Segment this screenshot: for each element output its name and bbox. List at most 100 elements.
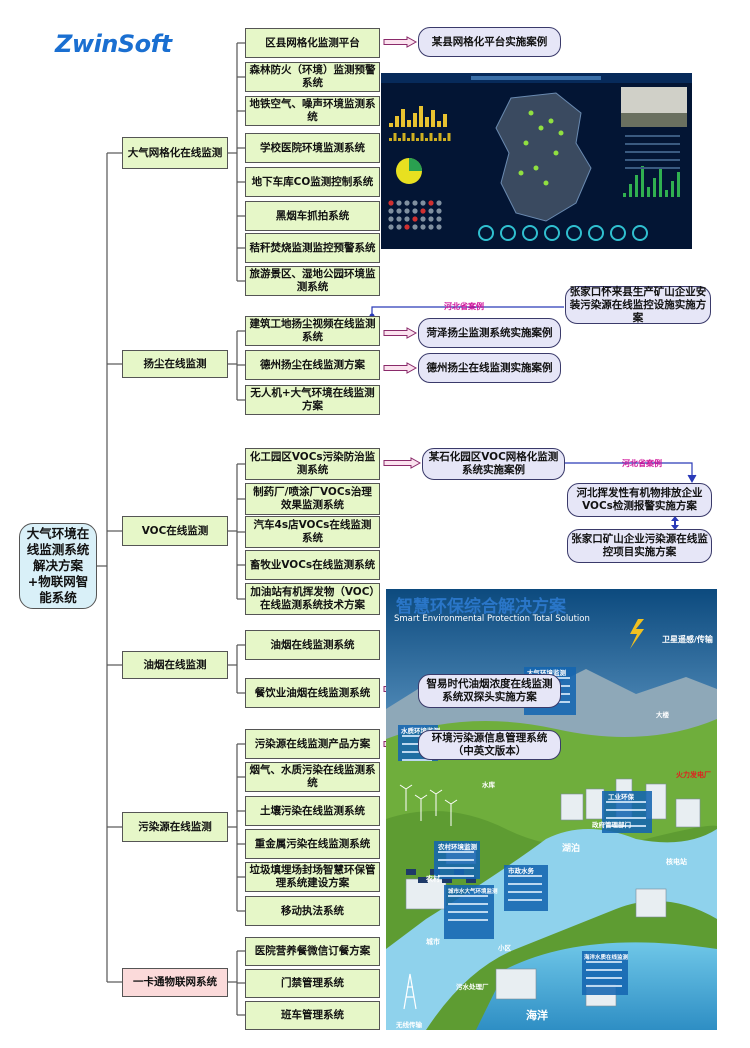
case-oil-fume-dual-probe[interactable]: 智易时代油烟浓度在线监测系统双探头实施方案	[418, 674, 561, 708]
case-pollution-info-system[interactable]: 环境污染源信息管理系统（中英文版本）	[418, 730, 561, 760]
category-dust[interactable]: 扬尘在线监测	[122, 350, 228, 378]
item-shuttle-bus[interactable]: 班车管理系统	[245, 1001, 380, 1030]
poster-subtitle: Smart Environmental Protection Total Sol…	[394, 614, 590, 624]
poster-infobox-line-2-1	[606, 809, 646, 811]
poster-label-17: 大楼	[656, 710, 670, 719]
item-access-control[interactable]: 门禁管理系统	[245, 969, 380, 998]
arrow-to-dezhou-case	[383, 362, 418, 374]
dash-dot-0-3	[412, 200, 418, 206]
dash-dot-3-6	[436, 224, 442, 230]
dash-dot-0-1	[396, 200, 402, 206]
poster-label-12: 城市	[426, 937, 440, 946]
poster-label-14: 政府管理部门	[592, 820, 632, 829]
category-pollution-source[interactable]: 污染源在线监测	[122, 812, 228, 842]
dash-dot-3-4	[420, 224, 426, 230]
dash-bar-left-0	[389, 123, 393, 127]
poster-turbine-blade-2	[429, 789, 443, 801]
case-county-grid[interactable]: 某县网格化平台实施案例	[418, 27, 561, 57]
item-drone-atmosphere[interactable]: 无人机+大气环境在线监测方案	[245, 385, 380, 415]
category-voc[interactable]: VOC在线监测	[122, 516, 228, 546]
case-hebei-voc-alarm[interactable]: 河北挥发性有机物排放企业VOCs检测报警实施方案	[567, 483, 712, 517]
item-restaurant-fume[interactable]: 餐饮业油烟在线监测系统	[245, 678, 380, 708]
category-atmosphere-grid[interactable]: 大气网格化在线监测	[122, 137, 228, 169]
poster-solar-5	[466, 877, 476, 883]
dash-row-4	[625, 167, 680, 169]
dash-dot-1-1	[396, 208, 402, 214]
poster-solar-3	[442, 877, 452, 883]
item-livestock-voc[interactable]: 畜牧业VOCs在线监测系统	[245, 550, 380, 580]
poster-building-1	[585, 788, 605, 820]
dash-dot-3-3	[412, 224, 418, 230]
item-soil[interactable]: 土壤污染在线监测系统	[245, 796, 380, 826]
item-mobile-enforcement[interactable]: 移动执法系统	[245, 896, 380, 926]
dash-bar-right-6	[659, 169, 662, 197]
case-dezhou-dust[interactable]: 德州扬尘在线监测实施案例	[418, 353, 561, 383]
poster-infobox-line-6-0	[586, 961, 622, 963]
item-hospital-meal[interactable]: 医院营养餐微信订餐方案	[245, 937, 380, 966]
item-school-hospital[interactable]: 学校医院环境监测系统	[245, 133, 380, 163]
poster-title: 智慧环保综合解决方案	[396, 597, 566, 617]
poster-infobox-line-5-2	[508, 891, 542, 893]
poster-building-7	[635, 888, 667, 918]
dash-row-0	[625, 135, 680, 137]
category-oil-fume[interactable]: 油烟在线监测	[122, 651, 228, 679]
dashboard-screenshot	[381, 73, 692, 249]
dash-bar-left2-9	[429, 133, 433, 141]
hebei-link-1	[371, 306, 564, 316]
item-metro-air-noise[interactable]: 地铁空气、噪声环境监测系统	[245, 96, 380, 126]
poster-label-6: 市政水务	[508, 866, 535, 875]
dash-gauge-2	[522, 225, 538, 241]
poster-solar-0	[406, 869, 416, 875]
arrow-to-county-case	[383, 36, 418, 48]
item-4s-voc[interactable]: 汽车4s店VOCs在线监测系统	[245, 516, 380, 548]
item-heavy-metal[interactable]: 重金属污染在线监测系统	[245, 829, 380, 859]
item-district-grid-platform[interactable]: 区县网格化监测平台	[245, 28, 380, 58]
poster-infobox-line-1-2	[402, 751, 432, 753]
poster-label-4: 农村环境监测	[437, 842, 478, 851]
dash-bar-right-3	[641, 166, 644, 197]
dash-row-2	[625, 151, 680, 153]
item-construction-dust-video[interactable]: 建筑工地扬尘视频在线监测系统	[245, 316, 380, 346]
dash-pie-slice	[409, 158, 422, 171]
poster-infobox-line-1-3	[402, 759, 432, 761]
root-node[interactable]: 大气环境在线监测系统解决方案+物联网智能系统	[19, 523, 97, 609]
dash-bar-left2-11	[438, 133, 442, 141]
poster-label-18: 小区	[497, 943, 512, 952]
poster-label-10: 海洋	[526, 1008, 548, 1022]
poster-infobox-line-6-1	[586, 969, 622, 971]
case-zhangjiakou-mine[interactable]: 张家口矿山企业污染源在线监控项目实施方案	[567, 529, 712, 563]
dash-bar-left2-12	[443, 138, 446, 141]
item-garage-co[interactable]: 地下车库CO监测控制系统	[245, 167, 380, 197]
smart-env-poster: 卫星遥感/传输大气环境监测水质环境监测工业环保农村环境监测城市水大气环境监测市政…	[386, 589, 717, 1030]
item-pharma-voc[interactable]: 制药厂/喷涂厂VOCs治理效果监测系统	[245, 483, 380, 515]
dash-gauge-5	[588, 225, 604, 241]
poster-infobox-line-2-0	[606, 801, 646, 803]
item-pollution-product[interactable]: 污染源在线监测产品方案	[245, 729, 380, 759]
poster-infobox-line-1-1	[402, 743, 432, 745]
item-oil-fume-system[interactable]: 油烟在线监测系统	[245, 630, 380, 660]
dash-bar-left2-6	[416, 138, 419, 141]
item-flue-water[interactable]: 烟气、水质污染在线监测系统	[245, 762, 380, 792]
dash-bar-left-3	[407, 120, 411, 127]
item-gas-station-voc[interactable]: 加油站有机挥发物（VOC）在线监测系统技术方案	[245, 583, 380, 615]
dash-dot-3-5	[428, 224, 434, 230]
poster-tower-icon	[403, 973, 417, 1010]
case-petrochem-voc[interactable]: 某石化园区VOC网格化监测系统实施案例	[422, 448, 565, 480]
item-chem-park-voc[interactable]: 化工园区VOCs污染防治监测系统	[245, 448, 380, 480]
poster-building-0	[560, 793, 584, 821]
dash-dot-3-2	[404, 224, 410, 230]
dash-dot-3-1	[396, 224, 402, 230]
dash-bar-right-0	[623, 193, 626, 197]
dash-photo-ground	[621, 113, 687, 127]
case-heze-dust[interactable]: 菏泽扬尘监测系统实施案例	[418, 318, 561, 348]
case-zhangjiakou-huailai[interactable]: 张家口怀来县生产矿山企业安装污染源在线监控设施实施方案	[565, 286, 711, 324]
item-forest-fire[interactable]: 森林防火（环境）监测预警系统	[245, 62, 380, 92]
item-black-smoke-car[interactable]: 黑烟车抓拍系统	[245, 201, 380, 231]
category-iot-card[interactable]: 一卡通物联网系统	[122, 968, 228, 997]
item-dezhou-dust[interactable]: 德州扬尘在线监测方案	[245, 350, 380, 380]
dash-bar-right-1	[629, 184, 632, 197]
item-scenic-wetland[interactable]: 旅游景区、湿地公园环境监测系统	[245, 266, 380, 296]
item-straw-burning[interactable]: 秸秆焚烧监测监控预警系统	[245, 233, 380, 263]
dash-dot-2-4	[420, 216, 426, 222]
item-landfill[interactable]: 垃圾填埋场封场智慧环保管理系统建设方案	[245, 862, 380, 892]
